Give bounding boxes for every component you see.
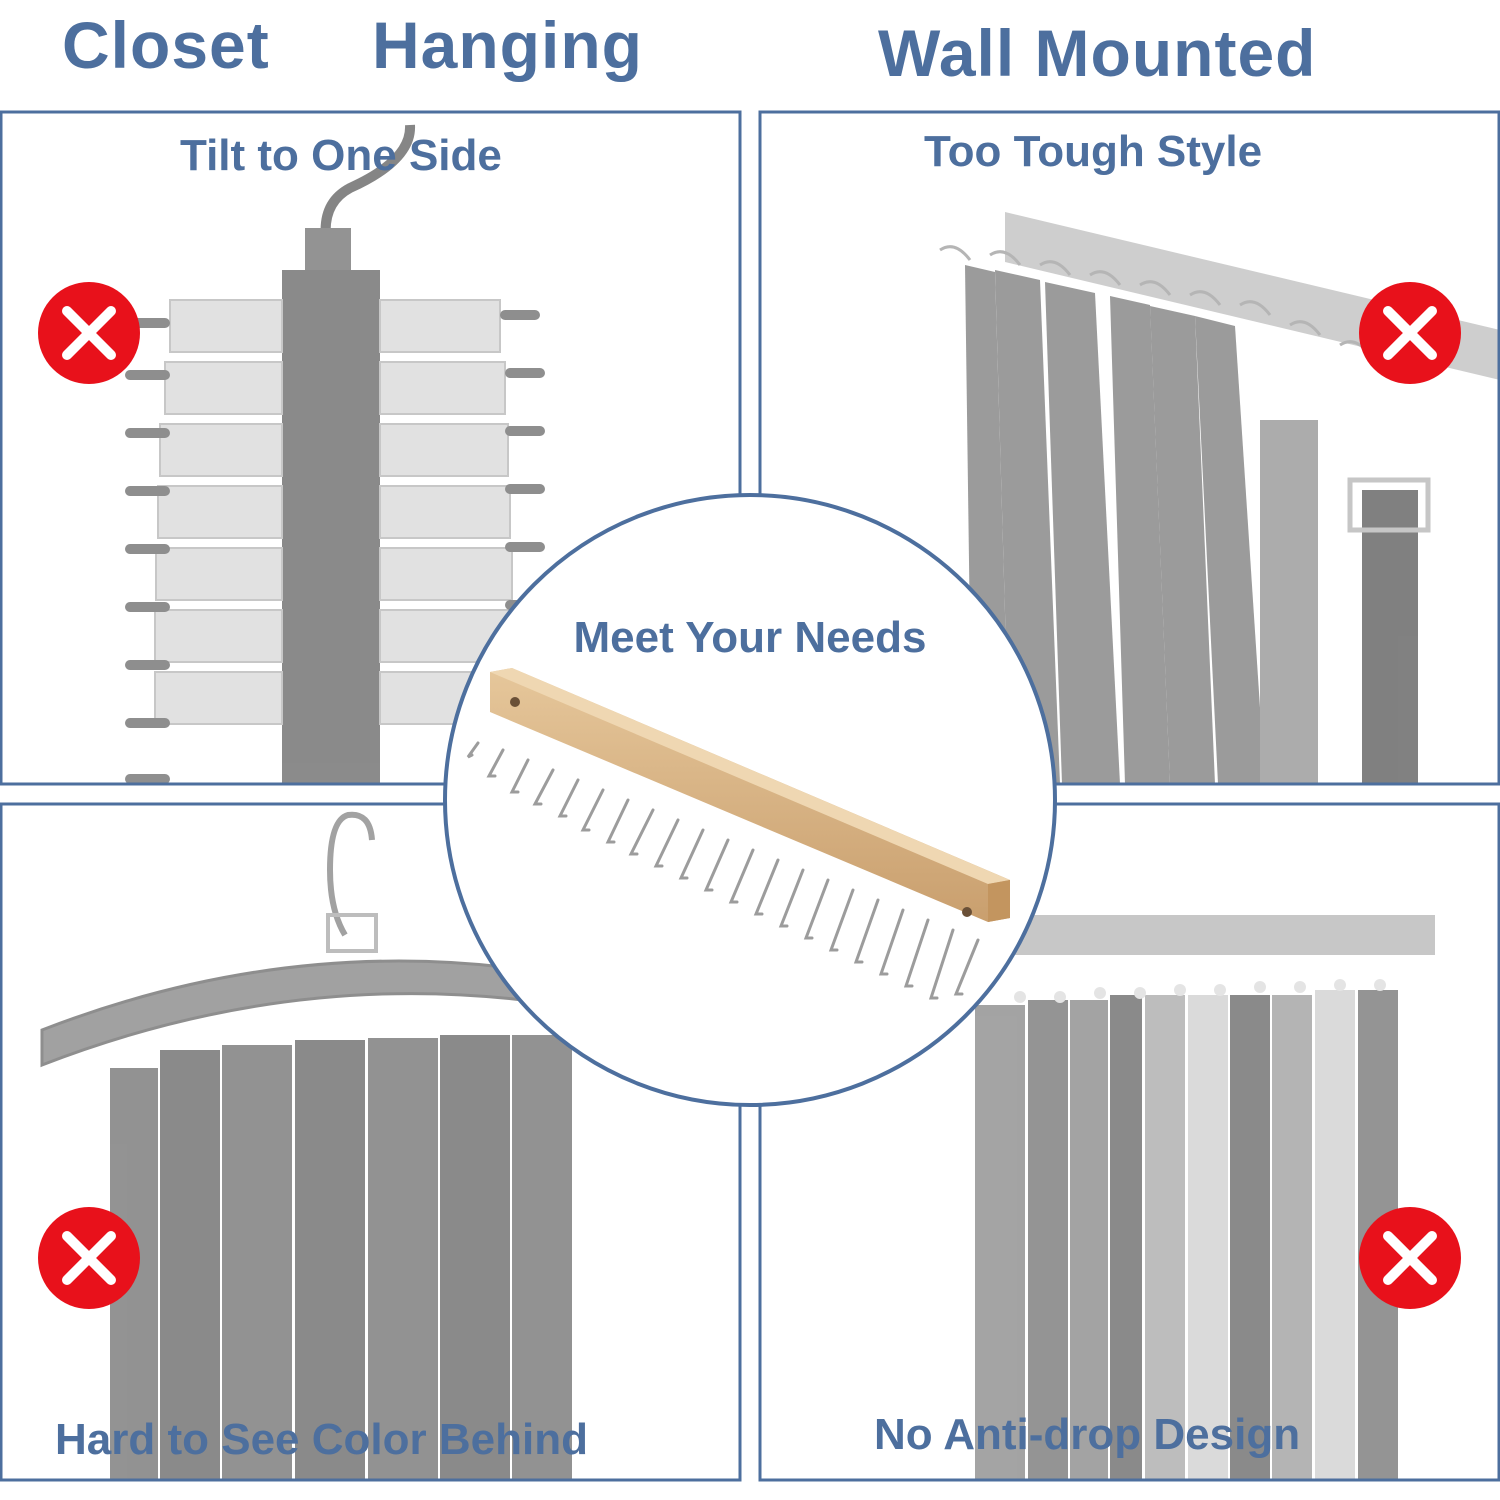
caption-no-anti-drop: No Anti-drop Design bbox=[874, 1410, 1301, 1459]
x-badge-bottom-right bbox=[1359, 1207, 1461, 1309]
x-badge-bottom-left bbox=[38, 1207, 140, 1309]
header-hanging: Hanging bbox=[372, 8, 643, 82]
caption-meet-your-needs: Meet Your Needs bbox=[573, 613, 927, 662]
x-badge-top-left bbox=[38, 282, 140, 384]
caption-too-tough-style: Too Tough Style bbox=[924, 127, 1263, 176]
tilted-tie-hanger-photo bbox=[125, 124, 545, 784]
caption-hard-to-see-color: Hard to See Color Behind bbox=[55, 1415, 588, 1464]
x-badge-top-right bbox=[1359, 282, 1461, 384]
header-closet: Closet bbox=[62, 8, 270, 82]
wooden-tie-rack-icon bbox=[466, 668, 1010, 1000]
caption-tilt-to-one-side: Tilt to One Side bbox=[180, 131, 502, 180]
panel-frames bbox=[0, 110, 1500, 1482]
arched-tie-hanger-photo bbox=[40, 811, 572, 1480]
header-wall-mounted: Wall Mounted bbox=[878, 16, 1317, 90]
no-anti-drop-rack-photo bbox=[975, 915, 1435, 1480]
